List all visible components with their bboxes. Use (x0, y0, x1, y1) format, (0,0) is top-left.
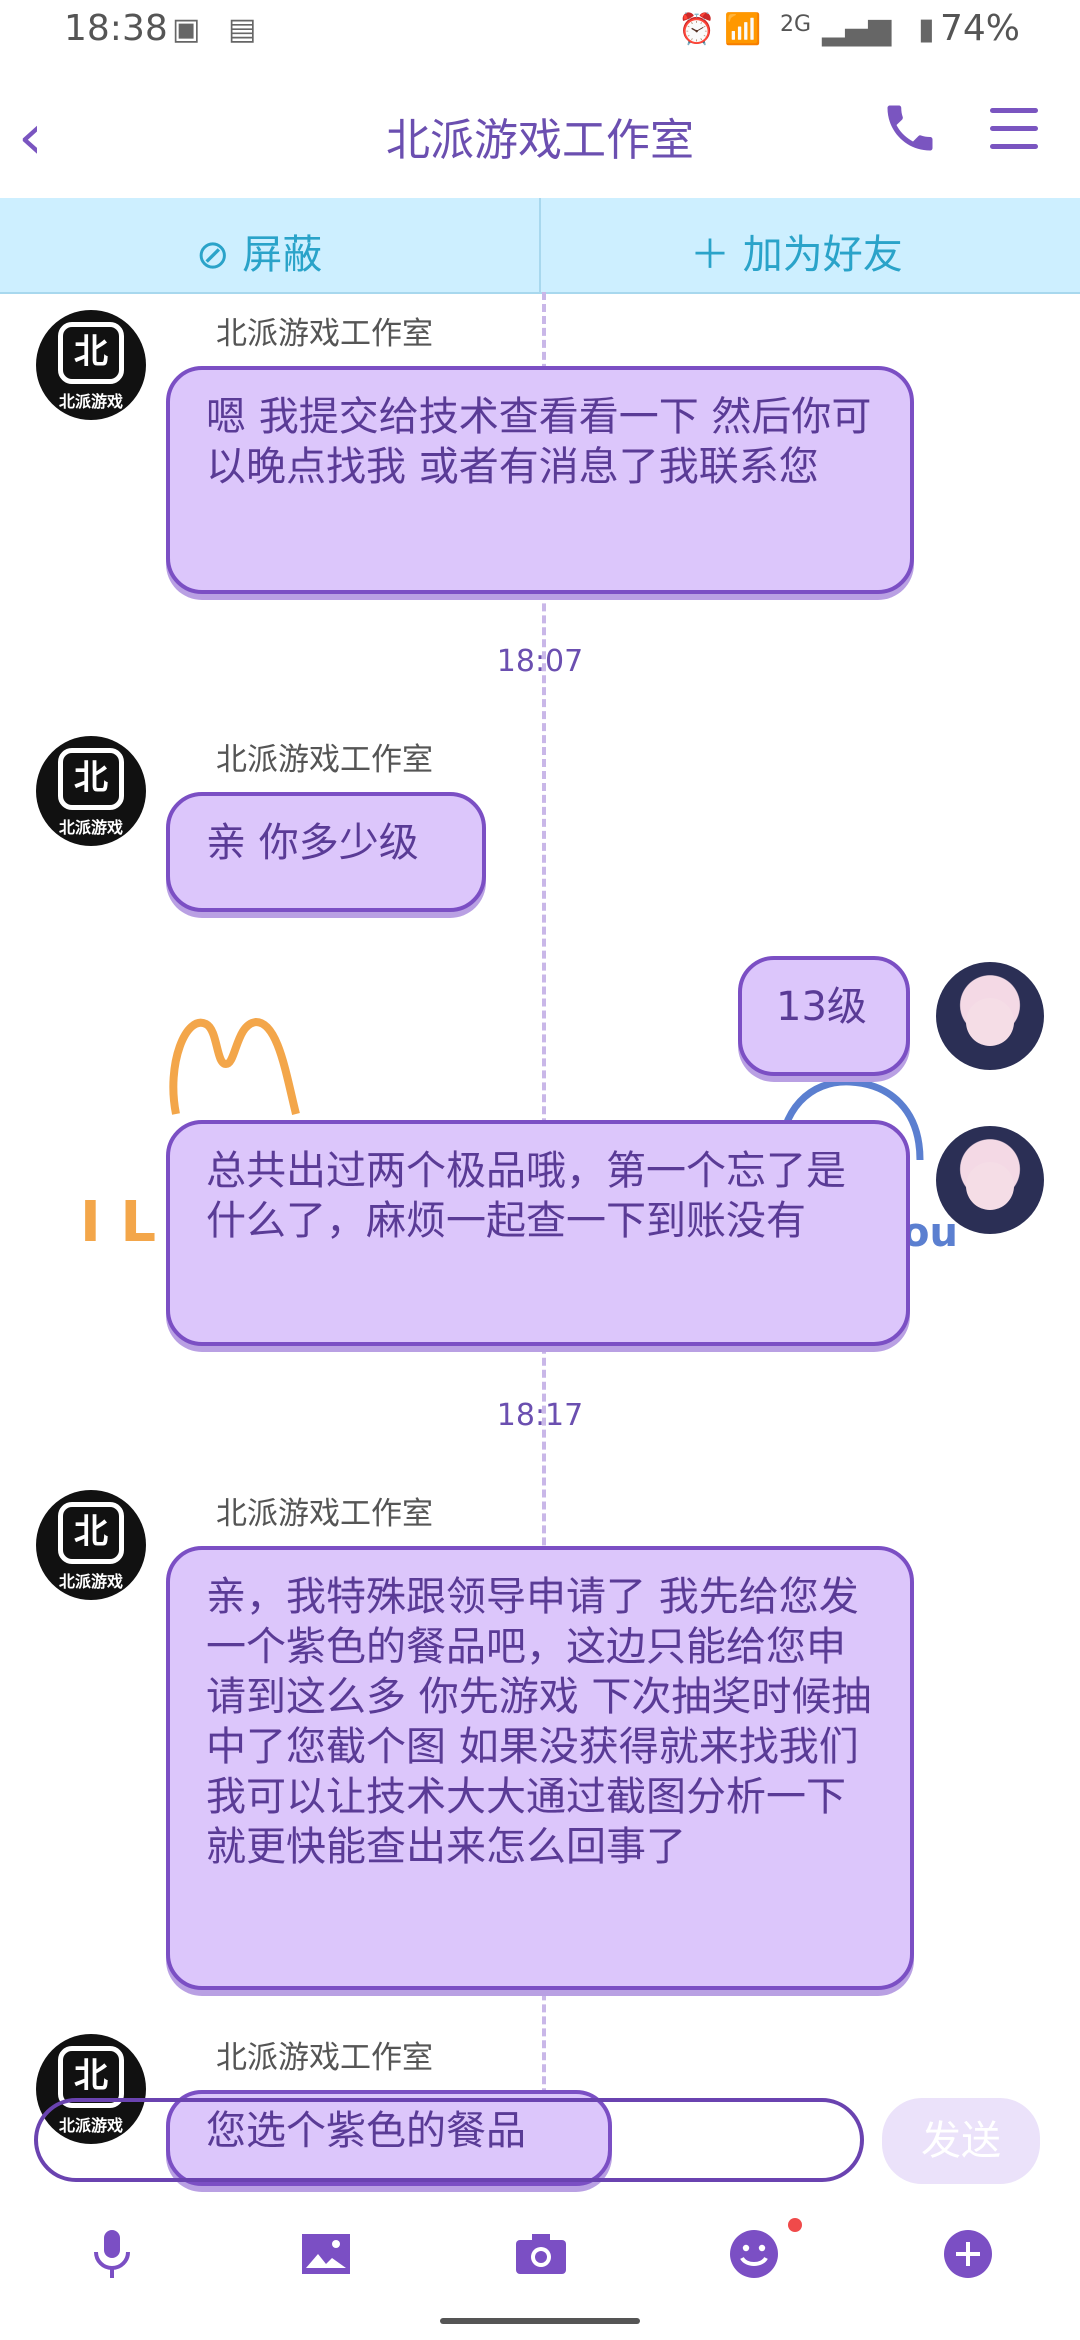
wifi-icon: 📶 (724, 12, 762, 47)
notification-dot (788, 2218, 802, 2232)
decor-text-right: ou (902, 1210, 958, 1256)
sender-name: 北派游戏工作室 (216, 316, 433, 352)
message-bubble-incoming[interactable]: 亲，我特殊跟领导申请了 我先给您发一个紫色的餐品吧，这边只能给您申请到这么多 你… (166, 1546, 914, 1990)
status-bar: 18:38 ▣ ▤ ⏰ 📶 2G ▂▄▆ ▮ 74% (0, 0, 1080, 64)
emoji-icon[interactable] (728, 2228, 780, 2280)
message-text: 总共出过两个极品哦，第一个忘了是什么了，麻烦一起查一下到账没有 (206, 1148, 846, 1244)
avatar-glyph: 北 (58, 748, 124, 810)
microphone-icon[interactable] (88, 2228, 136, 2280)
avatar-sublabel: 北派游戏 (58, 1572, 123, 1591)
battery-level: 74% (939, 8, 1020, 49)
chat-header: ‹ 北派游戏工作室 (0, 64, 1080, 198)
camera-icon[interactable] (514, 2232, 568, 2276)
avatar-sublabel: 北派游戏 (58, 392, 123, 411)
message-text: 您选个紫色的餐品 (206, 2108, 526, 2154)
message-bubble-incoming[interactable]: 您选个紫色的餐品 (166, 2090, 612, 2186)
network-type: 2G (780, 12, 812, 37)
block-icon: ⊘ (196, 232, 230, 278)
sender-name: 北派游戏工作室 (216, 2040, 433, 2076)
avatar-sublabel: 北派游戏 (58, 818, 123, 837)
message-timestamp: 18:17 (496, 1398, 584, 1433)
action-divider (539, 198, 541, 292)
message-bubble-outgoing[interactable]: 13级 (738, 956, 910, 1076)
message-input[interactable] (34, 2098, 864, 2182)
block-button[interactable]: ⊘ 屏蔽 (196, 222, 322, 280)
signal-icon: ▂▄▆ (822, 12, 892, 47)
my-avatar-face (966, 1162, 1014, 1210)
phone-icon[interactable] (880, 98, 940, 158)
avatar[interactable]: 北 北派游戏 (36, 1490, 146, 1600)
home-indicator[interactable] (440, 2318, 640, 2324)
plus-icon: ＋ (690, 232, 730, 278)
sender-name: 北派游戏工作室 (216, 1496, 433, 1532)
document-notification-icon: ▤ (228, 12, 257, 47)
avatar-glyph: 北 (58, 2046, 124, 2108)
input-toolbar (0, 2200, 1080, 2296)
message-text: 嗯 我提交给技术查看看一下 然后你可以晚点找我 或者有消息了我联系您 (206, 394, 872, 490)
message-timestamp: 18:07 (496, 644, 584, 679)
sender-name: 北派游戏工作室 (216, 742, 433, 778)
chevron-left-icon[interactable]: ‹ (18, 100, 43, 173)
message-text: 13级 (776, 984, 867, 1030)
send-button[interactable]: 发送 (882, 2098, 1040, 2184)
block-label: 屏蔽 (242, 232, 323, 278)
my-avatar[interactable] (936, 962, 1044, 1070)
add-friend-button[interactable]: ＋ 加为好友 (690, 222, 903, 280)
alarm-icon: ⏰ (678, 12, 716, 47)
battery-icon: ▮ (918, 12, 935, 47)
avatar-glyph: 北 (58, 322, 124, 384)
my-avatar[interactable] (936, 1126, 1044, 1234)
chat-title: 北派游戏工作室 (386, 115, 694, 166)
decor-text-left: I L (80, 1190, 157, 1255)
avatar[interactable]: 北 北派游戏 (36, 2034, 146, 2144)
hamburger-icon[interactable] (990, 108, 1038, 162)
message-text: 亲，我特殊跟领导申请了 我先给您发一个紫色的餐品吧，这边只能给您申请到这么多 你… (206, 1574, 872, 1870)
image-icon[interactable] (300, 2232, 352, 2276)
message-bubble-outgoing[interactable]: 总共出过两个极品哦，第一个忘了是什么了，麻烦一起查一下到账没有 (166, 1120, 910, 1346)
stranger-action-bar: ⊘ 屏蔽 ＋ 加为好友 (0, 198, 1080, 294)
avatar[interactable]: 北 北派游戏 (36, 736, 146, 846)
status-time: 18:38 (64, 8, 168, 49)
message-text: 亲 你多少级 (206, 820, 419, 866)
add-friend-label: 加为好友 (742, 232, 903, 278)
avatar-glyph: 北 (58, 1502, 124, 1564)
avatar[interactable]: 北 北派游戏 (36, 310, 146, 420)
bunny-sticker-icon (169, 1017, 300, 1115)
my-avatar-face (966, 998, 1014, 1046)
gallery-notification-icon: ▣ (172, 12, 201, 47)
message-bubble-incoming[interactable]: 亲 你多少级 (166, 792, 486, 912)
plus-circle-icon[interactable] (942, 2228, 994, 2280)
message-bubble-incoming[interactable]: 嗯 我提交给技术查看看一下 然后你可以晚点找我 或者有消息了我联系您 (166, 366, 914, 594)
